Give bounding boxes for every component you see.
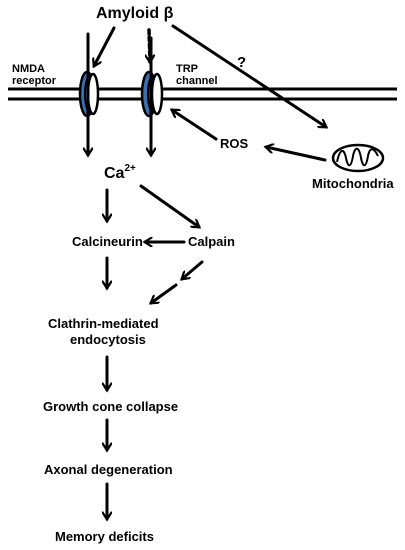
arrow-calpain-to-clathrin bbox=[182, 260, 204, 279]
axonal-degeneration-label: Axonal degeneration bbox=[44, 462, 173, 477]
nmda-label-line1: NMDA bbox=[12, 63, 45, 75]
arrow-amyloid-to-mitochondria bbox=[171, 24, 326, 129]
clathrin-label-line1: Clathrin-mediated bbox=[48, 316, 159, 331]
trp-label-line1: TRP bbox=[176, 63, 198, 75]
trp-label-line2: channel bbox=[176, 75, 218, 87]
calcineurin-label: Calcineurin bbox=[72, 234, 143, 249]
memory-deficits-label: Memory deficits bbox=[55, 529, 154, 544]
growth-cone-collapse-label: Growth cone collapse bbox=[43, 399, 178, 414]
mitochondria-label: Mitochondria bbox=[312, 176, 394, 191]
arrow-mitochondria-to-ros bbox=[266, 147, 327, 162]
arrow-amyloid-to-nmda bbox=[94, 26, 116, 66]
calcium-superscript: 2+ bbox=[124, 163, 136, 174]
arrow-ros-to-trp bbox=[172, 108, 218, 141]
arrow-calcium-to-calpain bbox=[139, 184, 199, 229]
clathrin-label-line2: endocytosis bbox=[70, 332, 146, 347]
question-mark: ? bbox=[237, 54, 246, 71]
arrows bbox=[88, 24, 327, 519]
arrow-calpain-to-clathrin-2 bbox=[151, 283, 178, 303]
calcium-base: Ca bbox=[104, 165, 125, 182]
labels: Amyloid β NMDA receptor TRP channel ? RO… bbox=[12, 5, 394, 544]
cell-membrane bbox=[8, 87, 397, 101]
calcium-label: Ca2+ bbox=[104, 163, 136, 182]
amyloid-beta-label: Amyloid β bbox=[96, 5, 174, 22]
ros-label: ROS bbox=[220, 136, 249, 151]
mitochondria-icon bbox=[331, 143, 385, 173]
calpain-label: Calpain bbox=[188, 234, 235, 249]
nmda-label-line2: receptor bbox=[12, 75, 57, 87]
